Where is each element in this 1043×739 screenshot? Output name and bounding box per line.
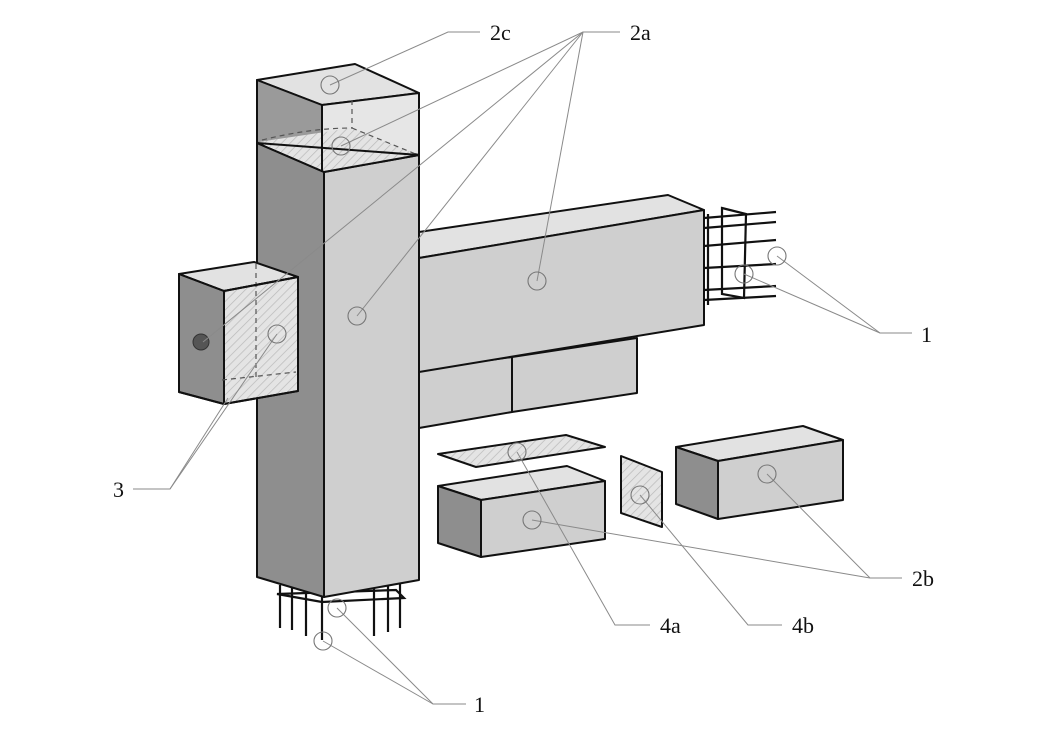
reference-markers <box>267 75 787 651</box>
label-rebar-right: 1 <box>921 322 932 347</box>
marker-cap <box>320 75 340 95</box>
marker-rebar-bottom-b <box>313 631 333 651</box>
label-rebar-bottom: 1 <box>474 692 485 717</box>
marker-rebar-right-a <box>767 246 787 266</box>
leader-lines <box>133 31 912 705</box>
marker-block-right <box>757 464 777 484</box>
loose-parts <box>437 425 844 558</box>
column-cap <box>256 63 420 173</box>
label-small-block: 3 <box>113 477 124 502</box>
label-sheet-a: 4a <box>660 613 681 638</box>
marker-rebar-bottom-a <box>327 598 347 618</box>
marker-rebar-right-b <box>734 264 754 284</box>
beam <box>418 194 705 429</box>
marker-block-left <box>522 510 542 530</box>
marker-beam <box>527 271 547 291</box>
marker-sheet-b <box>630 485 650 505</box>
small-block <box>178 261 299 405</box>
part-labels: 2c 2a 1 3 2b 4a 4b 1 <box>113 20 934 717</box>
marker-column <box>347 306 367 326</box>
label-beam-top: 2a <box>630 20 651 45</box>
beam-rebar <box>703 206 777 305</box>
grout-hole-icon <box>192 333 210 351</box>
label-sheet-b: 4b <box>792 613 814 638</box>
label-column-cap: 2c <box>490 20 511 45</box>
marker-cap-cut <box>331 136 351 156</box>
label-blocks: 2b <box>912 566 934 591</box>
marker-sheet-a <box>507 442 527 462</box>
marker-small-block <box>267 324 287 344</box>
